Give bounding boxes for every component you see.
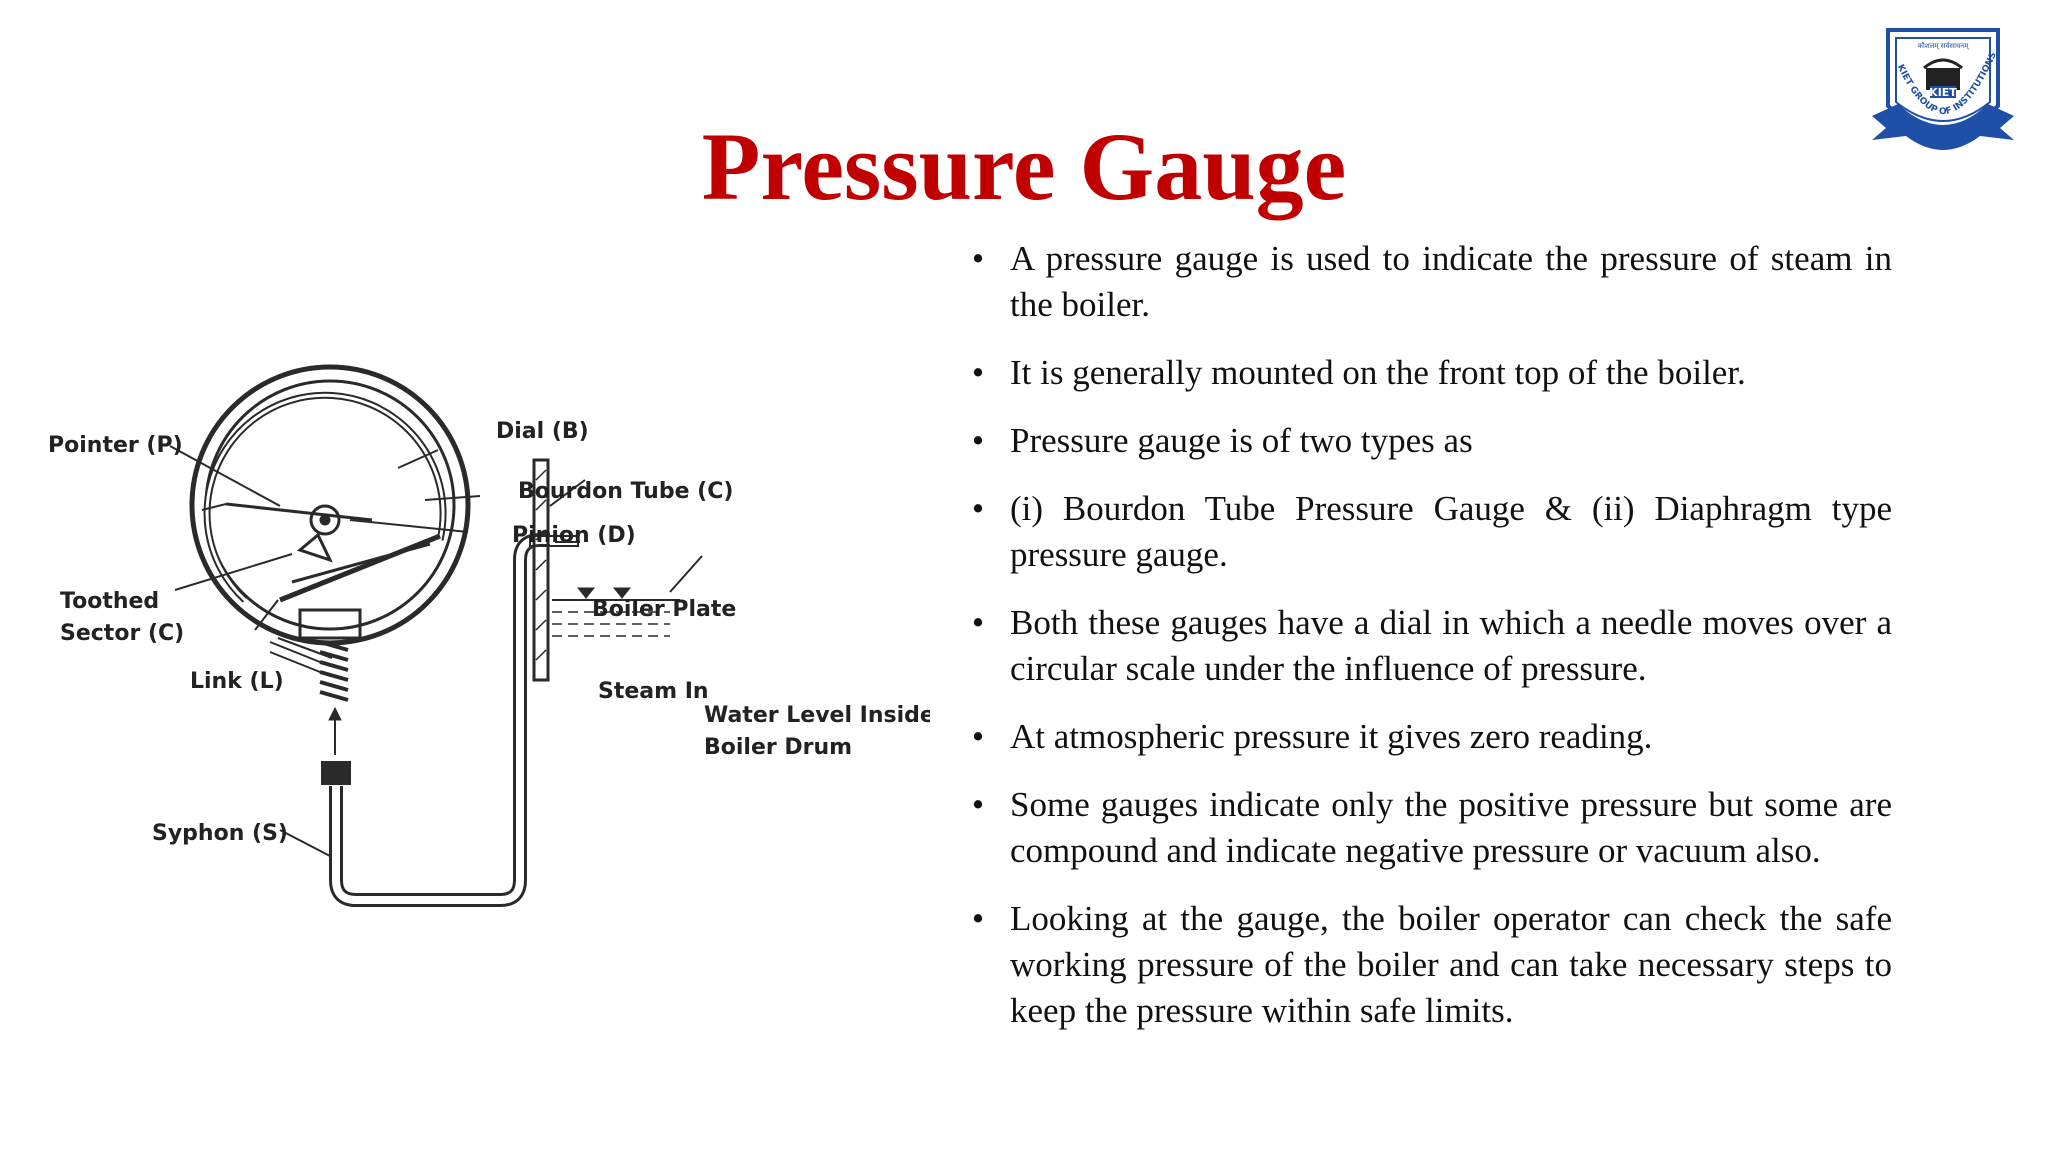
label-boiler-plate: Boiler Plate	[592, 597, 736, 622]
bullet-dot: •	[971, 421, 985, 460]
slide-title: Pressure Gauge	[701, 113, 1347, 220]
logo-motto: कौशलम् सर्वसाधनम्	[1918, 41, 1970, 50]
label-toothed: Toothed	[60, 589, 159, 614]
label-link: Link (L)	[190, 669, 284, 694]
kiet-logo: KIET कौशलम् सर्वसाधनम् KIET GROUP OF INS…	[1872, 28, 2014, 150]
label-pointer: Pointer (P)	[48, 433, 183, 458]
bullet-text: Some gauges indicate only the positive p…	[1010, 785, 1892, 870]
gauge-socket	[298, 608, 362, 640]
label-pinion: Pinion (D)	[512, 523, 636, 548]
bullet-item: • At atmospheric pressure it gives zero r…	[968, 714, 1892, 760]
pinion-gear	[309, 504, 341, 536]
label-water-level-2: Boiler Drum	[704, 735, 852, 760]
bullet-dot: •	[971, 353, 985, 392]
boiler-plate	[532, 458, 550, 682]
label-syphon: Syphon (S)	[152, 821, 288, 846]
bullet-dot: •	[971, 603, 985, 642]
bullet-dot: •	[971, 717, 985, 756]
bullet-text: A pressure gauge is used to indicate the…	[1010, 239, 1892, 324]
label-dial: Dial (B)	[496, 419, 589, 444]
bullet-text: Both these gauges have a dial in which a…	[1010, 603, 1892, 688]
logo-badge-text: KIET	[1929, 86, 1957, 99]
bullet-item: • Pressure gauge is of two types as	[968, 418, 1892, 464]
bullet-text: At atmospheric pressure it gives zero re…	[1010, 717, 1653, 756]
connector-nut	[321, 761, 351, 785]
label-bourdon-tube: Bourdon Tube (C)	[518, 479, 733, 504]
label-sector: Sector (C)	[60, 621, 184, 646]
bullet-item: • A pressure gauge is used to indicate th…	[968, 236, 1892, 328]
bullet-text: (i) Bourdon Tube Pressure Gauge & (ii) D…	[1010, 489, 1892, 574]
bullet-item: • Some gauges indicate only the positive …	[968, 782, 1892, 874]
gauge-pointer	[225, 502, 373, 522]
bullet-text: It is generally mounted on the front top…	[1010, 353, 1746, 392]
label-steam-in: Steam In	[598, 679, 709, 704]
bullet-list: • A pressure gauge is used to indicate th…	[968, 236, 1892, 1056]
pressure-gauge-diagram: Pointer (P) Dial (B) Bourdon Tube (C) Pi…	[48, 364, 930, 907]
bullet-item: • Both these gauges have a dial in which …	[968, 600, 1892, 692]
bullet-dot: •	[971, 239, 985, 278]
spring-coil	[319, 640, 349, 702]
bullet-text: Looking at the gauge, the boiler operato…	[1010, 899, 1892, 1030]
bullet-dot: •	[971, 899, 985, 938]
bullet-dot: •	[971, 785, 985, 824]
bullet-item: • Looking at the gauge, the boiler operat…	[968, 896, 1892, 1034]
label-water-level-1: Water Level Inside	[704, 703, 930, 728]
bullet-dot: •	[971, 489, 985, 528]
bullet-item: • It is generally mounted on the front to…	[968, 350, 1892, 396]
gauge-link	[279, 533, 441, 603]
bullet-item: • (i) Bourdon Tube Pressure Gauge & (ii) …	[968, 486, 1892, 578]
toothed-sector	[296, 532, 333, 563]
bullet-text: Pressure gauge is of two types as	[1010, 421, 1473, 460]
